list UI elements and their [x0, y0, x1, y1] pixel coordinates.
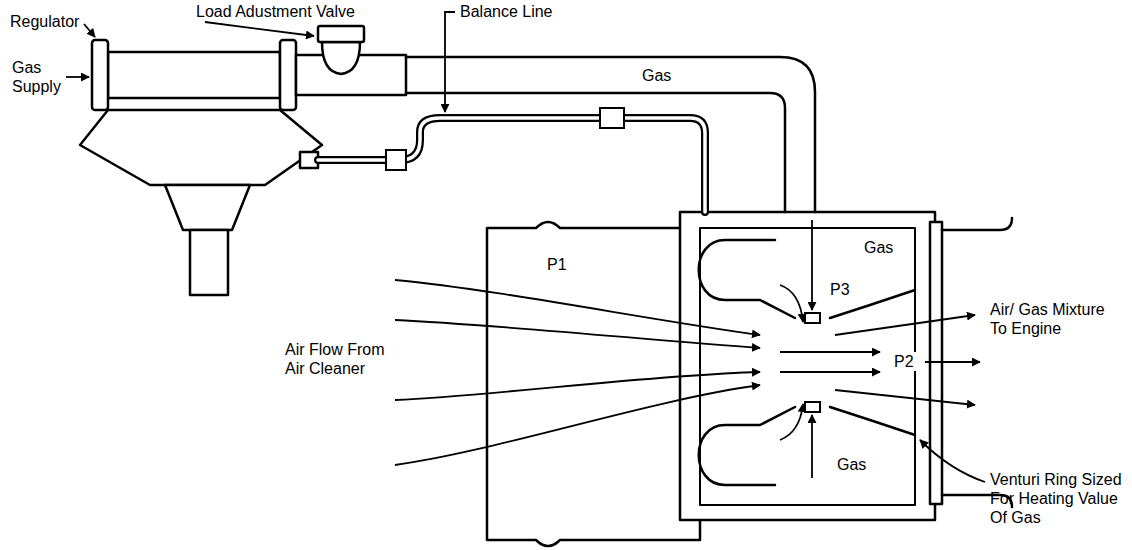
flow-label: Air Flow From Air Cleaner [285, 340, 390, 378]
pressure-label: P3 [828, 280, 852, 299]
pressure-label: P1 [545, 255, 569, 274]
part-label: Venturi Ring Sized For Heating Value Of … [990, 470, 1125, 527]
flow-label: Gas [835, 455, 868, 474]
flow-label: Gas [862, 238, 895, 257]
flow-label: Air/ Gas Mixture To Engine [990, 300, 1125, 338]
part-label: Regulator [10, 12, 79, 31]
part-label: Balance Line [460, 2, 553, 21]
part-label: Gas Supply [12, 58, 70, 96]
flow-label: Gas [640, 66, 673, 85]
pressure-label: P2 [892, 352, 916, 371]
part-label: Load Adustment Valve [196, 2, 355, 21]
